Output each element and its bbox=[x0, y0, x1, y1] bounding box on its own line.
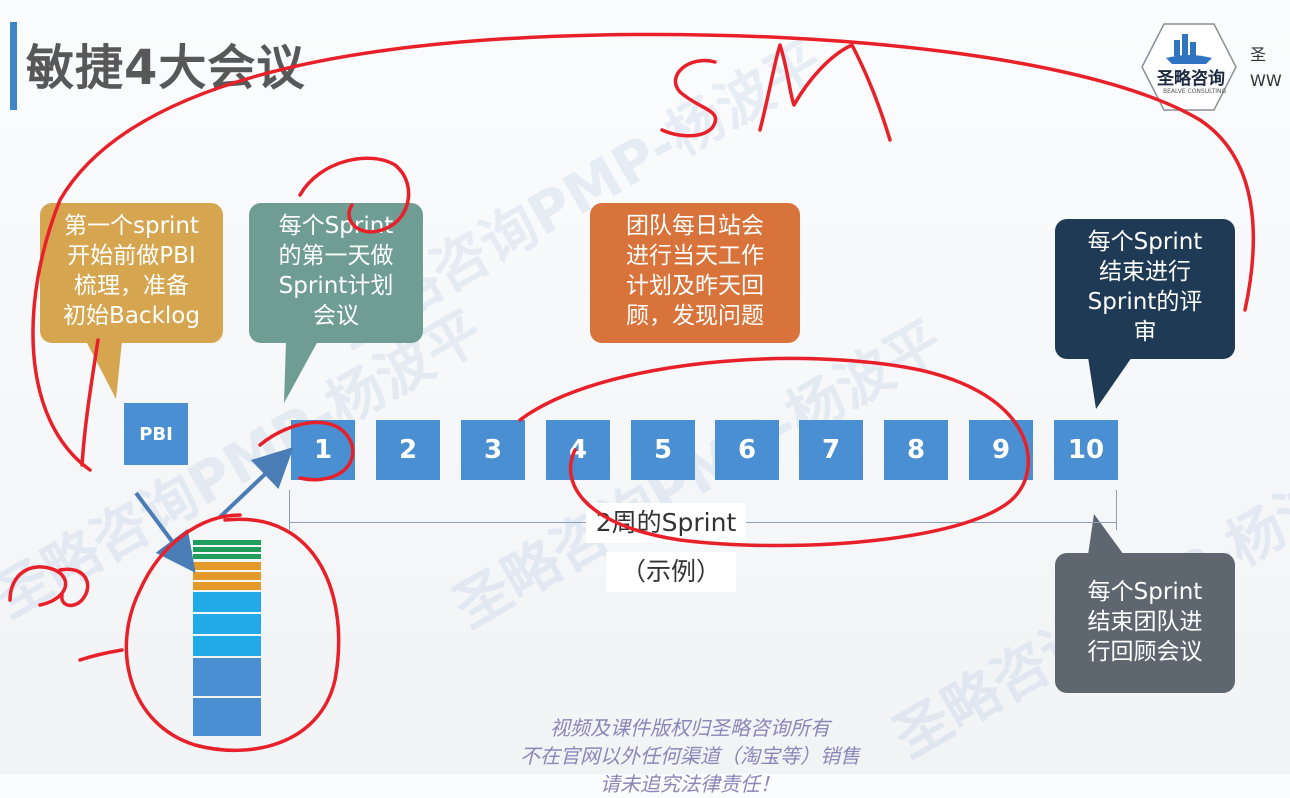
po-dash-stroke bbox=[78, 648, 124, 662]
bubble-tail bbox=[1088, 357, 1132, 409]
bubble-line: 结束团队进 bbox=[1087, 609, 1203, 635]
backlog-item bbox=[193, 547, 261, 552]
backlog-item bbox=[193, 562, 261, 570]
logo-subtitle: BEALVE CONSULTING bbox=[1163, 88, 1227, 95]
sprint-example-label: （示例） bbox=[606, 552, 736, 592]
backlog-item bbox=[193, 554, 261, 559]
sm-m-stroke bbox=[758, 43, 892, 142]
backlog-item bbox=[193, 698, 261, 736]
sprint-day-box: 5 bbox=[631, 420, 695, 480]
bubble-tail bbox=[284, 341, 318, 403]
timeline-start-tick bbox=[289, 490, 290, 530]
sprint-day-box: 2 bbox=[376, 420, 440, 480]
bubble-line: Sprint计划 bbox=[278, 273, 394, 299]
sprint-day-box: 3 bbox=[461, 420, 525, 480]
copyright-line: 不在官网以外任何渠道（淘宝等）销售 bbox=[520, 744, 860, 768]
arrow-pbi-to-backlog bbox=[134, 491, 196, 573]
backlog-item bbox=[193, 636, 261, 656]
sprint-planning-bubble: 每个Sprint 的第一天做 Sprint计划 会议 bbox=[249, 203, 423, 343]
bubble-line: 每个Sprint bbox=[278, 213, 394, 239]
bubble-line: 每个Sprint bbox=[1087, 229, 1203, 255]
bubble-line: 计划及昨天回 bbox=[626, 273, 764, 299]
bubble-line: 结束进行 bbox=[1099, 259, 1191, 285]
po-o-stroke bbox=[58, 567, 90, 608]
bubble-line: 开始前做PBI bbox=[67, 243, 196, 269]
bubble-line: 的第一天做 bbox=[278, 243, 394, 269]
logo-name: 圣略咨询 bbox=[1157, 69, 1225, 89]
bubble-line: 第一个sprint bbox=[63, 213, 200, 239]
sprint-day-box: 9 bbox=[969, 420, 1033, 480]
copyright-notice: 视频及课件版权归圣略咨询所有 不在官网以外任何渠道（淘宝等）销售 请未追究法律责… bbox=[470, 714, 910, 798]
bubble-line: 审 bbox=[1133, 319, 1157, 345]
po-p-stroke bbox=[8, 565, 68, 607]
bubble-line: 顾，发现问题 bbox=[626, 303, 764, 329]
backlog-item bbox=[193, 540, 261, 545]
copyright-line: 视频及课件版权归圣略咨询所有 bbox=[550, 716, 830, 740]
sprint-day-box: 6 bbox=[715, 420, 779, 480]
pbi-box: PBI bbox=[124, 403, 188, 465]
logo-side-text: 圣 WW bbox=[1250, 45, 1282, 90]
sprint-day-box: 1 bbox=[291, 420, 355, 480]
bubble-line: 进行当天工作 bbox=[626, 243, 764, 269]
bubble-line: 行回顾会议 bbox=[1087, 639, 1203, 665]
retrospective-bubble: 每个Sprint 结束团队进 行回顾会议 bbox=[1055, 553, 1235, 693]
backlog-stack bbox=[193, 540, 261, 736]
sprint-day-box: 8 bbox=[884, 420, 948, 480]
sprint-day-box: 10 bbox=[1054, 420, 1118, 480]
backlog-item bbox=[193, 582, 261, 590]
sprint-review-bubble: 每个Sprint 结束进行 Sprint的评 审 bbox=[1055, 219, 1235, 359]
page-title: 敏捷4大会议 bbox=[26, 40, 306, 96]
arrow-backlog-to-sprint bbox=[218, 446, 294, 519]
pbi-refinement-bubble: 第一个sprint 开始前做PBI 梳理，准备 初始Backlog bbox=[40, 203, 223, 343]
backlog-item bbox=[193, 614, 261, 634]
bubble-tail bbox=[86, 341, 122, 399]
backlog-item bbox=[193, 658, 261, 696]
bubble-line: 每个Sprint bbox=[1087, 579, 1203, 605]
bubble-line: 团队每日站会 bbox=[626, 213, 764, 239]
sm-s-stroke bbox=[660, 58, 718, 138]
bubble-line: 会议 bbox=[313, 303, 359, 329]
backlog-item bbox=[193, 572, 261, 580]
sprint-day-box: 7 bbox=[799, 420, 863, 480]
bubble-line: 梳理，准备 bbox=[74, 273, 189, 299]
bubble-line: 初始Backlog bbox=[63, 303, 200, 329]
copyright-line: 请未追究法律责任！ bbox=[600, 772, 780, 796]
backlog-item bbox=[193, 592, 261, 612]
sprint-duration-label: 2周的Sprint bbox=[586, 503, 746, 543]
bubble-line: Sprint的评 bbox=[1087, 289, 1203, 315]
title-accent-bar bbox=[10, 22, 17, 110]
daily-standup-bubble: 团队每日站会 进行当天工作 计划及昨天回 顾，发现问题 bbox=[590, 203, 800, 343]
timeline-end-tick bbox=[1116, 490, 1117, 530]
sprint-day-box: 4 bbox=[546, 420, 610, 480]
bubble-tail bbox=[1088, 514, 1124, 555]
